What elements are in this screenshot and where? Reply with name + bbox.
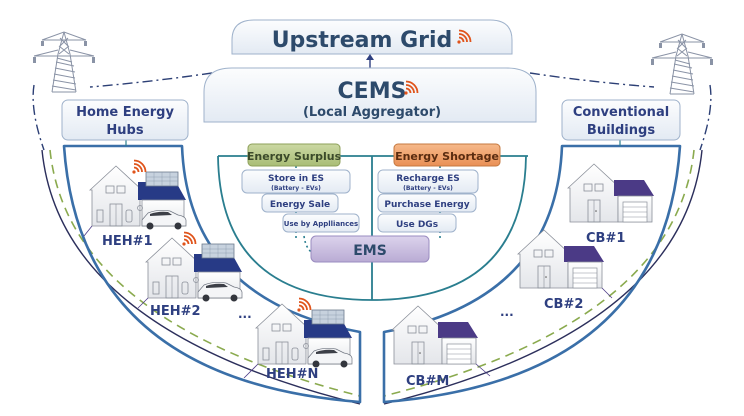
- grid-link-left: [32, 72, 213, 151]
- recharge-es-box: [377, 169, 479, 194]
- cb-title-line1: Conventional: [573, 105, 669, 120]
- home-wifi-icon: [296, 297, 312, 313]
- use-dgs-box: [377, 213, 457, 233]
- arrow-head-icon: [366, 54, 374, 60]
- upstream-grid-box: [231, 19, 513, 55]
- cb-title-line2: Buildings: [587, 123, 655, 138]
- purchase-energy-box: [377, 193, 477, 213]
- use-dgs-label: Use DGs: [396, 220, 438, 230]
- green-dash-right: [383, 149, 695, 397]
- energy-sale-label: Energy Sale: [270, 200, 330, 210]
- home-label: HEH#2: [150, 304, 201, 319]
- cems-box: [203, 67, 537, 123]
- smart-home-icon: [255, 303, 353, 368]
- use-by-appliances-box: [282, 213, 360, 233]
- building-cb-2: CB#2: [517, 229, 613, 312]
- cb-ellipsis: ...: [500, 305, 514, 319]
- building-label: CB#M: [406, 374, 449, 389]
- store-es-box: [241, 169, 351, 194]
- building-cb-m: CB#M: [391, 305, 491, 389]
- use-by-appliances-label: Use by Applliances: [284, 220, 358, 228]
- store-es-sublabel: (Battery - EVs): [271, 185, 321, 192]
- upstream-grid-title: Upstream Grid: [272, 28, 453, 53]
- outer-line-right: [383, 149, 703, 405]
- building-label: CB#2: [544, 297, 583, 312]
- heh-title-line2: Hubs: [106, 123, 143, 138]
- home-label: HEH#1: [102, 234, 153, 249]
- energy-sale-box: [261, 193, 339, 213]
- energy-surplus-header: [247, 143, 341, 167]
- building-label: CB#1: [586, 231, 625, 246]
- outer-boundary: [41, 149, 703, 405]
- cb-title-box: [561, 99, 681, 141]
- home-heh-2: HEH#2: [137, 231, 243, 319]
- transmission-tower-right-icon: [650, 33, 714, 95]
- heh-ellipsis: ...: [238, 307, 252, 321]
- heh-title-line1: Home Energy: [76, 105, 174, 120]
- green-dash-left: [49, 149, 361, 397]
- energy-shortage-label: Energy Shortage: [395, 150, 499, 163]
- recharge-es-sublabel: (Battery - EVs): [403, 185, 453, 192]
- smart-home-icon: [89, 165, 187, 230]
- outer-line-left: [41, 149, 361, 405]
- recharge-es-label: Recharge ES: [396, 174, 460, 184]
- home-wifi-icon: [181, 231, 197, 247]
- transmission-tower-left-icon: [32, 31, 96, 93]
- cems-subtitle: (Local Aggregator): [303, 105, 441, 120]
- home-heh-1: HEH#1: [83, 159, 187, 249]
- ems-label: EMS: [353, 243, 387, 259]
- cems-title: CEMS: [338, 79, 407, 104]
- energy-surplus-label: Energy Surplus: [247, 150, 342, 163]
- home-label: HEH#N: [266, 367, 318, 382]
- heh-region-border: [62, 144, 362, 404]
- energy-shortage-header: [393, 143, 501, 167]
- home-heh-n: HEH#N: [243, 297, 353, 382]
- smart-home-icon: [145, 237, 243, 302]
- building-icon: [567, 163, 655, 223]
- purchase-energy-label: Purchase Energy: [384, 200, 469, 210]
- building-icon: [391, 305, 479, 365]
- heh-title-box: [61, 99, 189, 141]
- cb-region-border: [382, 144, 682, 404]
- ems-box: [310, 235, 430, 263]
- home-wifi-icon: [131, 159, 147, 175]
- grid-link-right: [529, 72, 712, 151]
- store-es-label: Store in ES: [268, 174, 324, 184]
- building-cb-1: CB#1: [567, 163, 655, 246]
